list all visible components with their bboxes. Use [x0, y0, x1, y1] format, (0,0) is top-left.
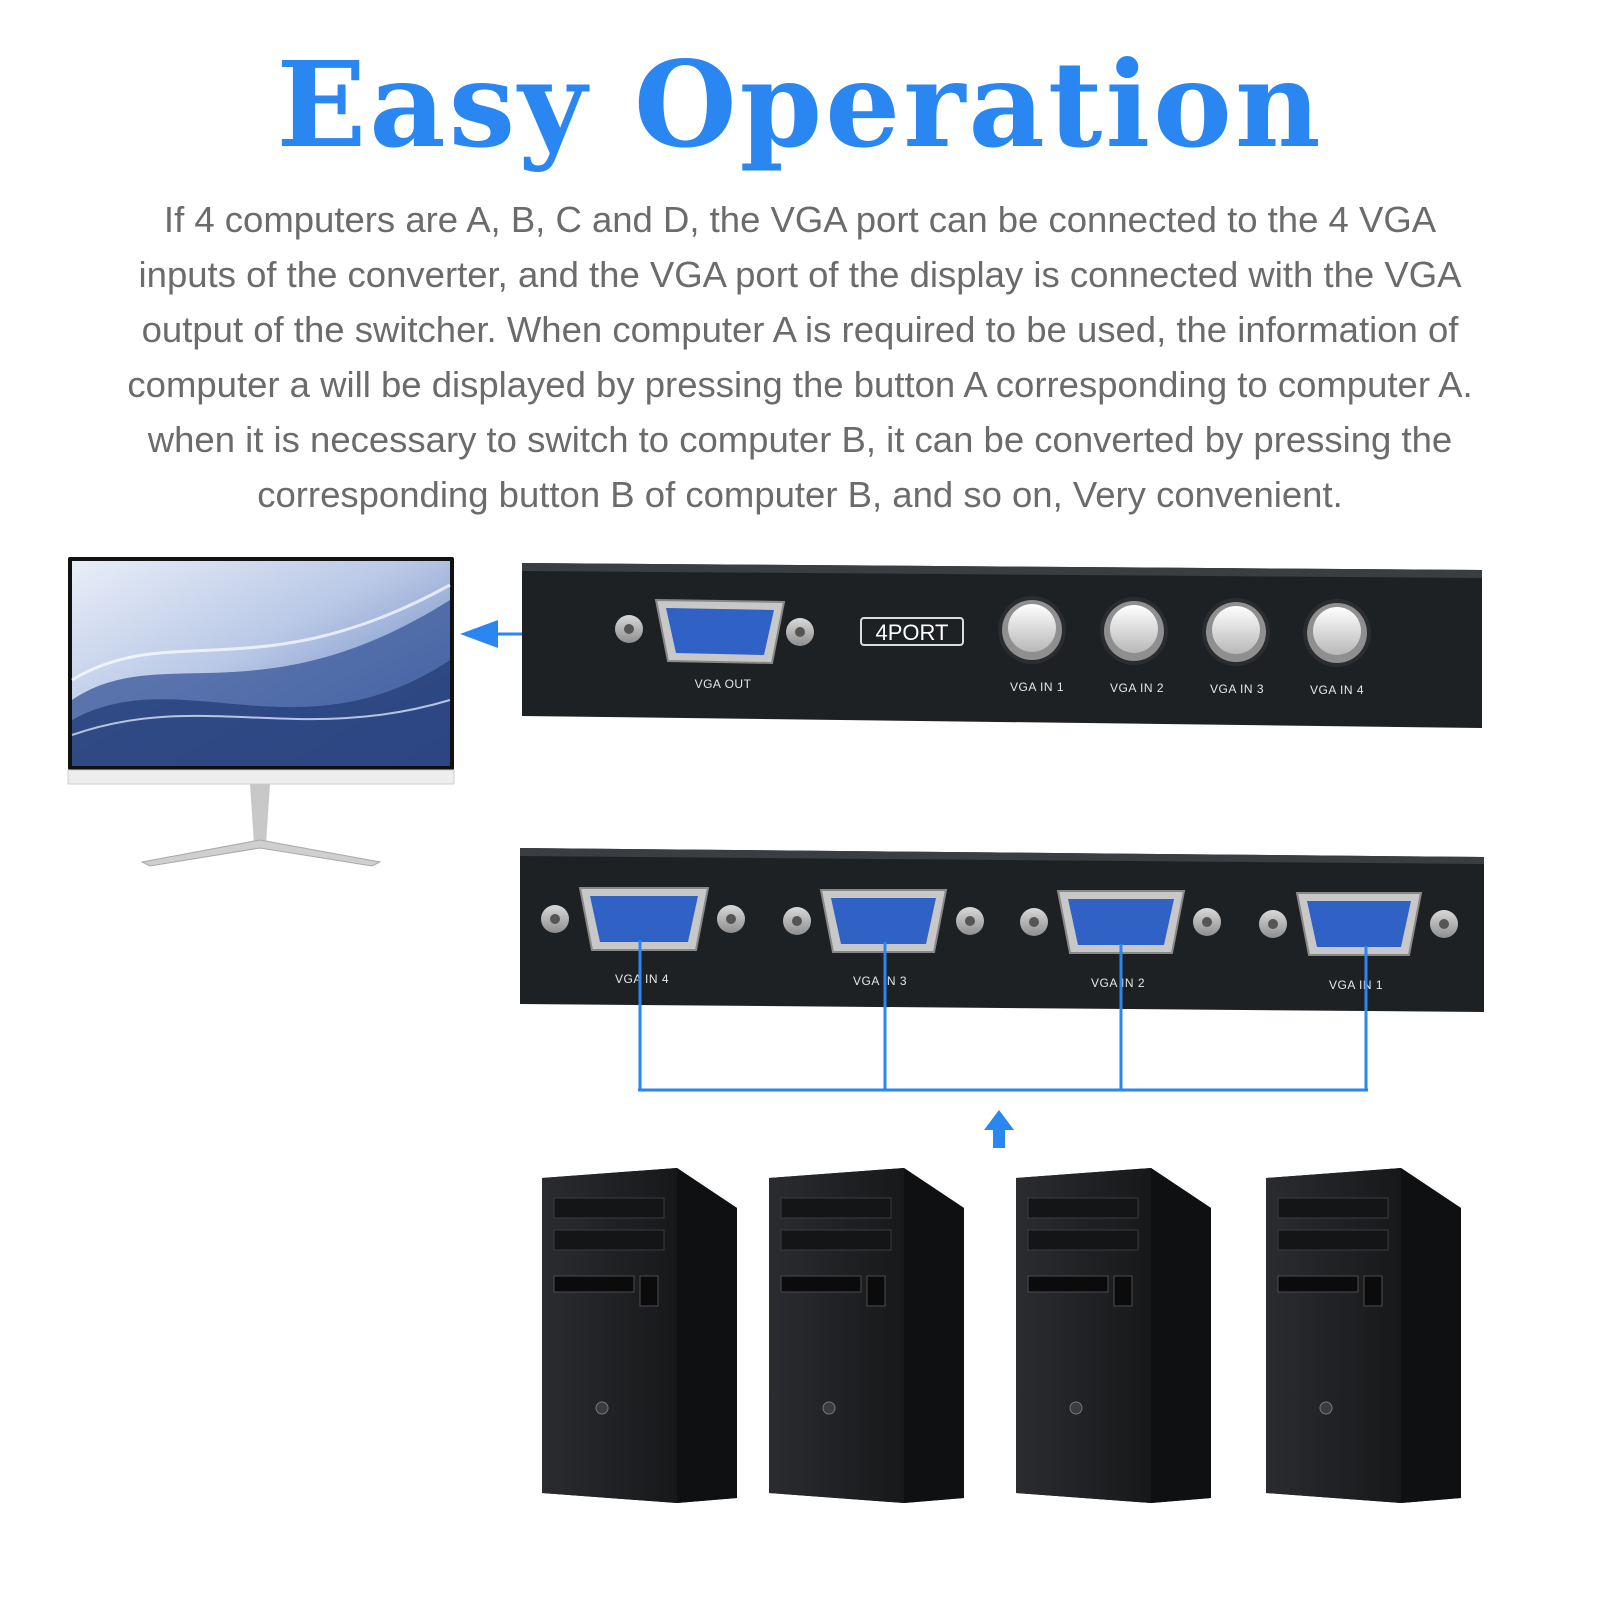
button-label-2: VGA IN 2 [1110, 681, 1164, 695]
computer-tower-icon [769, 1168, 964, 1503]
back-port-label-1: VGA IN 1 [1329, 978, 1383, 992]
port-count-badge [860, 617, 964, 646]
button-label-3: VGA IN 3 [1210, 682, 1264, 696]
vga-in-port-1 [1259, 892, 1458, 956]
computer-tower-icon [1016, 1168, 1211, 1503]
description-line: when it is necessary to switch to comput… [147, 419, 1453, 460]
button-label-1: VGA IN 1 [1010, 680, 1064, 694]
computer-tower-icon [1266, 1168, 1461, 1503]
button-label-4: VGA IN 4 [1310, 683, 1364, 697]
select-button-3[interactable] [1202, 598, 1270, 666]
port-count-label: 4PORT [876, 620, 949, 645]
vga-out-port [615, 598, 814, 665]
switch-front-panel: VGA OUT 4PORT VGA IN 1 VGA IN 2 VGA IN 3 [522, 563, 1482, 728]
description-line: If 4 computers are A, B, C and D, the VG… [163, 199, 1437, 240]
back-port-label-2: VGA IN 2 [1091, 976, 1145, 990]
vga-out-label: VGA OUT [695, 677, 752, 691]
back-port-label-3: VGA IN 3 [853, 974, 907, 988]
page-title: Easy Operation [276, 35, 1324, 174]
vga-in-port-2 [1020, 890, 1221, 954]
description-line: corresponding button B of computer B, an… [257, 474, 1343, 515]
select-button-2[interactable] [1100, 597, 1168, 665]
select-button-4[interactable] [1303, 599, 1371, 667]
back-port-label-4: VGA IN 4 [615, 972, 669, 986]
switch-back-panel: VGA IN 4 VGA IN 3 VGA IN 2 VGA IN 1 [520, 848, 1484, 1012]
select-button-1[interactable] [998, 596, 1066, 664]
description-line: inputs of the converter, and the VGA por… [138, 254, 1462, 295]
description-line: computer a will be displayed by pressing… [127, 364, 1473, 405]
connection-lines [638, 940, 1368, 1092]
description: If 4 computers are A, B, C and D, the VG… [40, 192, 1560, 522]
description-line: output of the switcher. When computer A … [141, 309, 1459, 350]
vga-in-port-4 [541, 887, 745, 951]
arrow-up-icon [984, 1110, 1014, 1148]
monitor-icon [67, 557, 455, 867]
vga-in-port-3 [783, 889, 984, 953]
computer-tower-icon [542, 1168, 737, 1503]
